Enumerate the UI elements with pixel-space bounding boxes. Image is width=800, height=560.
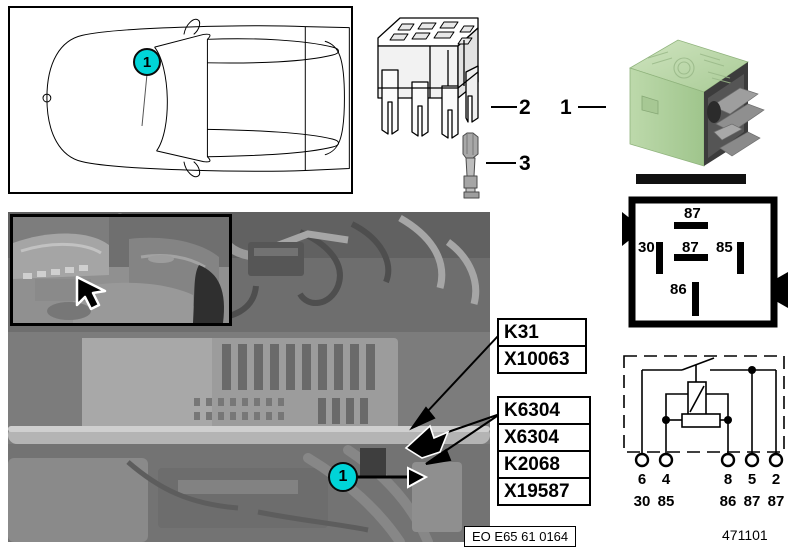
label-box-k31: K31 X10063	[497, 318, 587, 374]
vehicle-top-view-svg	[42, 18, 350, 178]
schematic-term-86: 86	[720, 493, 737, 510]
label-box-k6304: K6304 X6304 K2068 X19587	[497, 396, 591, 506]
part-number-2: 2	[519, 96, 531, 119]
circuit-schematic: 6 4 8 5 2 30 85 86 87 87	[618, 352, 796, 512]
interior-inset-svg	[13, 217, 229, 323]
terminal-87-mid	[674, 254, 708, 261]
schematic-term-87b: 87	[768, 493, 785, 510]
pin-label-87-top: 87	[684, 205, 701, 222]
pin-label-87-mid: 87	[682, 239, 699, 256]
contact-pin-illustration	[455, 132, 489, 202]
terminal-87-top	[674, 222, 708, 229]
schematic-term-87a: 87	[744, 493, 761, 510]
label-k31: K31	[499, 320, 585, 347]
terminal-86	[692, 282, 699, 316]
terminal-85	[737, 242, 744, 274]
interior-inset-photo	[10, 214, 232, 326]
label-x10063: X10063	[504, 349, 570, 370]
pin-label-86: 86	[670, 281, 687, 298]
secondary-pointer-arrow	[404, 424, 450, 459]
schematic-term-30: 30	[634, 493, 651, 510]
vehicle-outline-panel	[8, 6, 353, 194]
pin-label-30: 30	[638, 239, 655, 256]
inset-pointer-arrow	[75, 275, 107, 311]
part-number-3: 3	[519, 152, 531, 175]
part-number-1: 1	[560, 96, 572, 119]
document-number: 471101	[722, 527, 768, 543]
photo-callout-arrow	[354, 466, 429, 489]
label-x19587: X19587	[504, 481, 570, 502]
relay-photo-svg	[629, 39, 765, 184]
k31-leader-arrow	[409, 335, 499, 431]
relay-socket-illustration	[366, 10, 496, 139]
leader-line-1	[578, 106, 606, 108]
leader-line-2	[491, 106, 517, 108]
schematic-pin-8: 8	[724, 471, 732, 488]
schematic-pin-6: 6	[638, 471, 646, 488]
label-k6304: K6304	[499, 398, 589, 425]
schematic-pin-2: 2	[772, 471, 780, 488]
pin-label-85: 85	[716, 239, 733, 256]
figure-caption: EO E65 61 0164	[464, 526, 577, 547]
circuit-schematic-svg: 6 4 8 5 2 30 85 86 87 87	[623, 355, 785, 510]
label-x6304: X6304	[499, 425, 589, 452]
relay-photo	[608, 28, 788, 188]
contact-pin-svg	[462, 132, 480, 199]
schematic-pin-4: 4	[662, 471, 671, 488]
k6304-leader-arrow	[425, 413, 501, 465]
schematic-pin-5: 5	[748, 471, 756, 488]
schematic-term-85: 85	[658, 493, 675, 510]
pin-layout-diagram: 87 30 87 85 86	[620, 196, 792, 328]
schematic-dashed-border	[623, 355, 785, 453]
leader-line-3	[486, 162, 516, 164]
label-k2068: K2068	[499, 452, 589, 479]
vehicle-callout-leader	[141, 73, 148, 127]
vehicle-callout-1: 1	[133, 48, 161, 76]
photo-callout-1: 1	[328, 462, 358, 492]
relay-socket-svg	[377, 17, 479, 139]
pin-layout-svg: 87 30 87 85 86	[622, 196, 788, 328]
terminal-30	[656, 242, 663, 274]
